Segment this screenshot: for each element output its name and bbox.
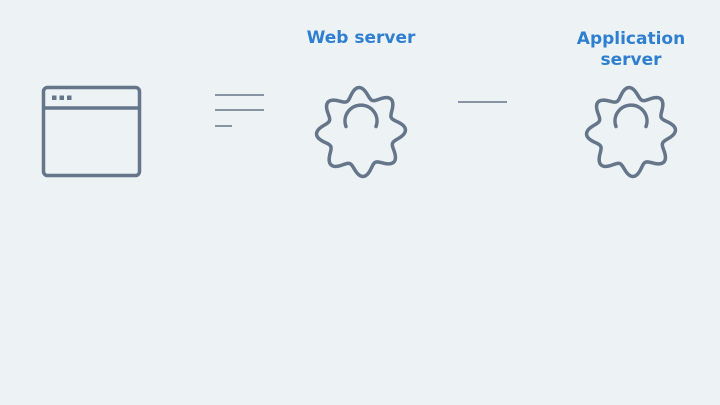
application-server-gear-icon: [584, 85, 678, 179]
gear-inner-arc: [343, 103, 379, 129]
application-server-label: Application server: [576, 29, 686, 70]
connector-browser-to-web: [215, 94, 264, 127]
gear-inner-arc: [613, 103, 649, 129]
gear-outline: [584, 85, 678, 179]
gear-outline: [314, 85, 408, 179]
web-server-gear-icon: [314, 85, 408, 179]
web-server-label: Web server: [306, 28, 416, 48]
connector-web-to-app: [458, 101, 507, 103]
browser-window-icon: [41, 85, 142, 178]
